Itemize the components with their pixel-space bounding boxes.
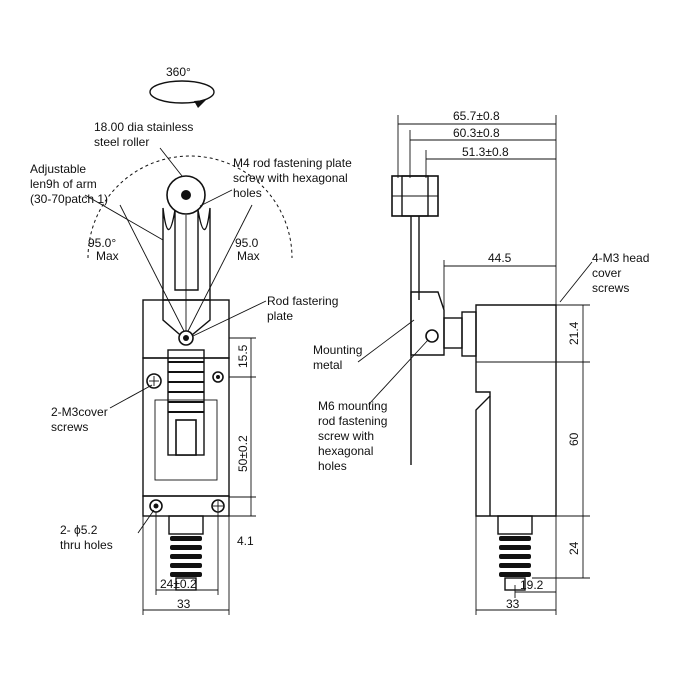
- svg-text:holes: holes: [233, 186, 262, 200]
- angle-line-left: [119, 204, 187, 336]
- svg-text:2-M3cover: 2-M3cover: [51, 405, 108, 419]
- dim-24h: 24: [567, 541, 581, 555]
- dim-60: 60: [567, 432, 581, 446]
- svg-text:Rod fastering: Rod fastering: [267, 294, 338, 308]
- svg-text:plate: plate: [267, 309, 293, 323]
- svg-text:Max: Max: [237, 249, 260, 263]
- svg-text:18.00 dia stainless: 18.00 dia stainless: [94, 120, 193, 134]
- label-angle-left: 95.0° Max: [88, 236, 119, 263]
- label-arm: Adjustable len9h of arm (30-70patch 1): [30, 162, 108, 206]
- dim-4-1: 4.1: [237, 534, 254, 548]
- angle-line-right: [185, 204, 253, 336]
- dim-24w: 24±0.2: [160, 577, 197, 591]
- svg-text:Mounting: Mounting: [313, 343, 362, 357]
- m6-screw: [425, 329, 439, 343]
- svg-text:len9h of arm: len9h of arm: [30, 177, 97, 191]
- lever-arm: [162, 207, 211, 301]
- label-head-screws: 4-M3 head cover screws: [592, 251, 649, 295]
- svg-text:cover: cover: [592, 266, 621, 280]
- svg-text:screws: screws: [51, 420, 88, 434]
- svg-text:screw with: screw with: [318, 429, 374, 443]
- side-body: [475, 304, 557, 517]
- svg-text:screw with hexagonal: screw with hexagonal: [233, 171, 348, 185]
- dim-15-5: 15.5: [236, 344, 250, 368]
- svg-text:steel roller: steel roller: [94, 135, 149, 149]
- side-bellows: [497, 515, 533, 591]
- label-m6: M6 mounting rod fastening screw with hex…: [318, 399, 387, 473]
- svg-text:thru holes: thru holes: [60, 538, 113, 552]
- svg-text:rod fastening: rod fastening: [318, 414, 387, 428]
- svg-text:4-M3 head: 4-M3 head: [592, 251, 649, 265]
- roller-side: [391, 175, 439, 217]
- label-angle-right: 95.0 Max: [235, 236, 260, 263]
- mounting-metal: [410, 291, 445, 356]
- svg-text:Max: Max: [96, 249, 119, 263]
- dim-60-3: 60.3±0.8: [453, 126, 500, 140]
- label-thru-holes: 2- ϕ5.2 thru holes: [60, 523, 113, 552]
- plunger-stack: [167, 349, 205, 456]
- label-roller: 18.00 dia stainless steel roller: [94, 120, 193, 149]
- svg-text:metal: metal: [313, 358, 342, 372]
- dim-33a: 33: [177, 597, 191, 611]
- roller-axle: [181, 190, 191, 200]
- dim-33b: 33: [506, 597, 520, 611]
- label-cover-screws: 2-M3cover screws: [51, 405, 108, 434]
- svg-text:hexagonal: hexagonal: [318, 444, 373, 458]
- arm-travel-arc: [87, 155, 293, 259]
- rotation-label: 360°: [166, 65, 191, 79]
- label-rod-plate: Rod fastering plate: [267, 294, 338, 323]
- svg-text:screws: screws: [592, 281, 629, 295]
- svg-text:M4 rod fastening plate: M4 rod fastening plate: [233, 156, 352, 170]
- front-view: 360°: [30, 65, 352, 615]
- front-dims-vertical: [229, 337, 256, 517]
- svg-text:(30-70patch 1): (30-70patch 1): [30, 192, 108, 206]
- svg-text:95.0: 95.0: [235, 236, 259, 250]
- dim-51-3: 51.3±0.8: [462, 145, 509, 159]
- dim-44-5: 44.5: [488, 251, 512, 265]
- side-view: 65.7±0.8 60.3±0.8 51.3±0.8 44.5 21.4 60 …: [313, 109, 649, 615]
- svg-text:holes: holes: [318, 459, 347, 473]
- dim-50: 50±0.2: [236, 435, 250, 472]
- dim-19-2: 19.2: [520, 578, 544, 592]
- svg-text:95.0°: 95.0°: [88, 236, 116, 250]
- dim-21-4: 21.4: [567, 321, 581, 345]
- svg-text:Adjustable: Adjustable: [30, 162, 86, 176]
- shaft: [443, 317, 463, 349]
- bottom-bellows: [168, 515, 204, 591]
- dim-65-7: 65.7±0.8: [453, 109, 500, 123]
- label-mounting-metal: Mounting metal: [313, 343, 362, 372]
- svg-text:M6 mounting: M6 mounting: [318, 399, 387, 413]
- svg-text:2- ϕ5.2: 2- ϕ5.2: [60, 523, 98, 537]
- label-m4: M4 rod fastening plate screw with hexago…: [233, 156, 352, 200]
- rotation-arrow-icon: [149, 80, 215, 108]
